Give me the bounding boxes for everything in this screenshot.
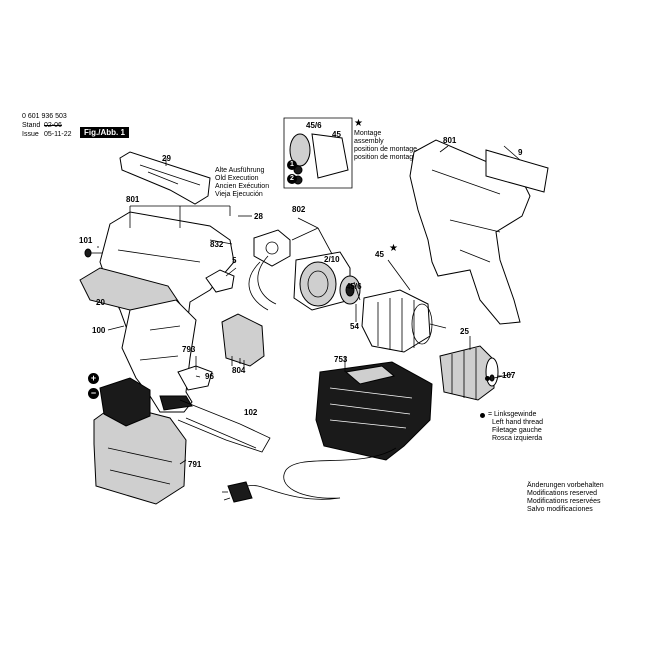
charger-plug [227,481,253,503]
switch-804 [221,313,265,367]
note-line: Salvo modificaciones [527,506,593,513]
issue-label: Issue [22,131,39,138]
label-96: 96 [205,372,214,381]
note-line: Alte Ausführung [215,167,265,174]
label-9: 9 [518,148,523,157]
label-100: 100 [92,326,106,335]
label-801: 801 [126,195,140,204]
plate-9 [485,149,549,193]
chuck-25 [439,345,499,401]
label-101: 101 [79,236,93,245]
cable-102 [177,399,271,453]
housing-half-right [409,139,531,325]
label-45-6: 45/6 [346,282,362,291]
label-2-10: 2/10 [324,255,340,264]
stand-label: Stand [22,122,41,129]
note-line: Montage [354,130,382,137]
label-25: 25 [460,327,469,336]
left-thread-bullet-icon [485,376,490,381]
label-804: 804 [232,366,246,375]
label-107: 107 [502,371,516,380]
label-793: 793 [182,345,196,354]
label-791: 791 [188,460,202,469]
part-number: 0 601 936 503 [22,113,67,120]
note-line: Filetage gauche [492,427,542,434]
note-line: Left hand thread [492,419,543,426]
label-802: 802 [292,205,306,214]
left-thread-bullet-icon [480,413,485,418]
note-line: Modifications reservées [527,498,601,505]
note-line: = Linksgewinde [488,411,537,418]
label-45-inset: 45 [332,130,341,139]
label-20: 20 [96,298,105,307]
plus-terminal-icon: + [88,373,99,384]
note-line: Ancien Exécution [215,183,270,190]
label-832: 832 [210,240,224,249]
note-line: Vieja Ejecución [215,191,263,198]
contact-plate [177,365,213,391]
screw-101 [84,248,104,258]
charger-753 [315,361,433,461]
label-45: 45 [375,250,384,259]
note-line: position de montage [354,154,418,161]
label-801-right: 801 [443,136,457,145]
figure-label: Fig./Abb. 1 [80,127,129,138]
star-icon: ★ [389,243,398,254]
star-icon: ★ [354,118,363,129]
label-29: 29 [162,154,171,163]
marker-2: 2 [287,174,297,184]
assembly-inset [283,117,353,189]
label-54: 54 [350,322,359,331]
battery-pack-791 [93,377,187,505]
note-line: assembly [354,138,384,145]
note-line: Änderungen vorbehalten [527,482,604,489]
label-102: 102 [244,408,258,417]
minus-terminal-icon: − [88,388,99,399]
label-28: 28 [254,212,263,221]
cover-strip [119,151,211,205]
screw-107 [489,373,513,382]
stand-date: 02-06 [44,122,62,129]
note-line: Modifications reserved [527,490,598,497]
label-5: 5 [232,256,237,265]
issue-date: 05-11-22 [44,131,72,138]
gear-ring-28 [253,229,291,267]
note-line: Old Execution [215,175,259,182]
label-753: 753 [334,355,348,364]
leader-lines [97,145,521,465]
marker-1: 1 [287,160,297,170]
label-45-6-inset: 45/6 [306,121,322,130]
gearbox-45 [361,289,447,353]
charger-cable [235,447,397,500]
motor-802 [248,251,351,311]
note-line: Rosca izquierda [492,435,543,442]
note-line: position de montage [354,146,418,153]
